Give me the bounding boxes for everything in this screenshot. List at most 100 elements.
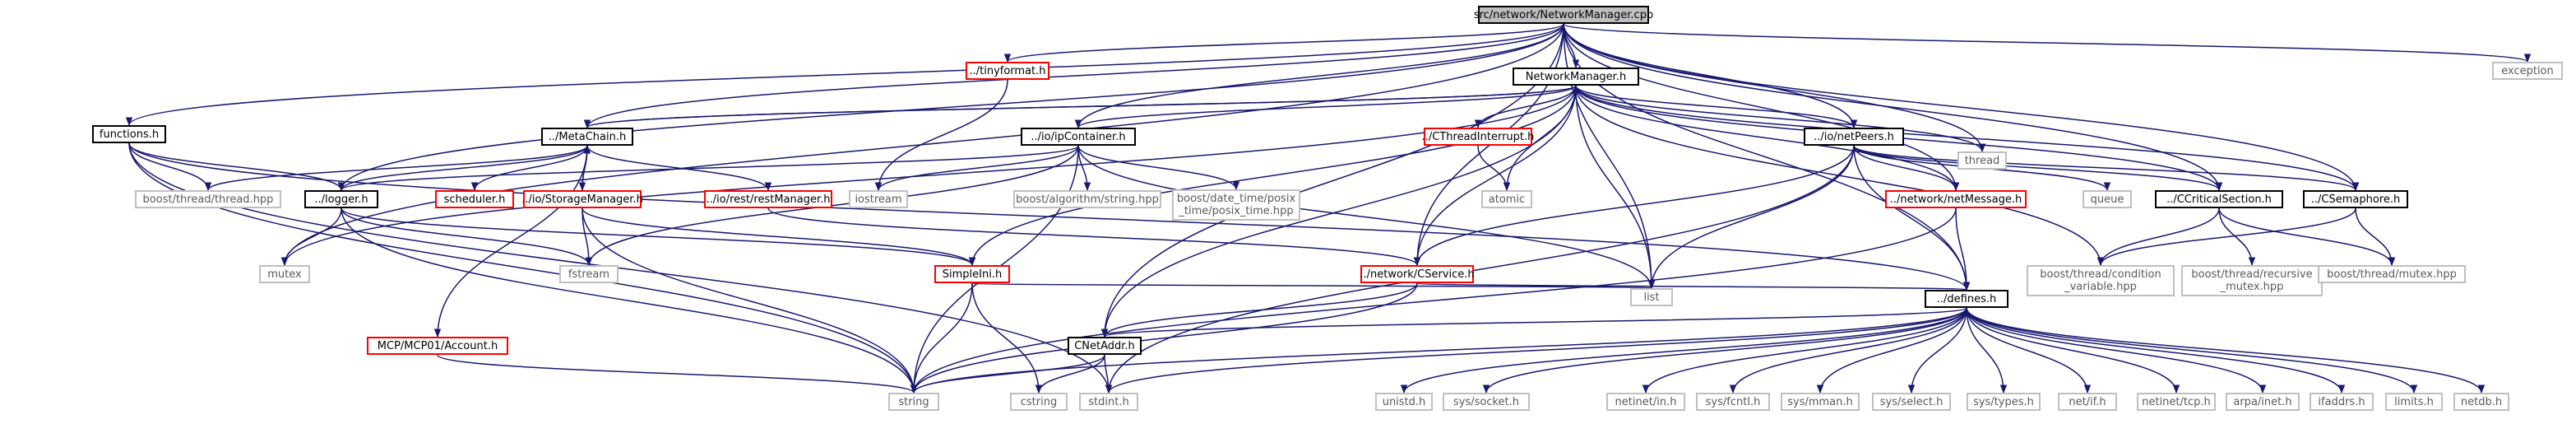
node-cthreadinterrupt[interactable]: ../CThreadInterrupt.h [1422, 128, 1534, 146]
node-root[interactable]: src/network/NetworkManager.cpp [1474, 6, 1653, 24]
edge-netmgr-to-semaphore [1575, 85, 2360, 192]
node-cnetaddr[interactable]: CNetAddr.h [1068, 337, 1142, 355]
node-netinettcp: netinet/tcp.h [2137, 393, 2216, 411]
edge-criticalsection-to-recmutex [2218, 207, 2256, 267]
edge-functions-to-logger [128, 142, 345, 192]
node-ifaddrs: ifaddrs.h [2310, 393, 2374, 411]
node-mutex: mutex [259, 265, 310, 283]
edge-netpeers-to-list [1647, 145, 1855, 290]
edge-netmessage-to-string [910, 207, 1957, 394]
edge-netmgr-to-cnetaddr [1100, 85, 1577, 338]
node-sysfcntl: sys/fcntl.h [1696, 393, 1770, 411]
edge-netmgr-to-cthreadinterrupt [1474, 85, 1577, 129]
edge-root-to-tinyformat [1004, 23, 1564, 63]
node-boostalgo: boost/algorithm/string.hpp [1013, 190, 1161, 208]
edge-simpleini-to-list [971, 279, 1653, 290]
node-netinetin: netinet/in.h [1606, 393, 1685, 411]
edge-root-to-exception [1563, 23, 2531, 63]
edge-root-to-ipcontainer [1074, 23, 1564, 129]
edge-metachain-to-boostthread [204, 145, 588, 192]
node-arpainet: arpa/inet.h [2226, 393, 2300, 411]
edge-netpeers-to-semaphore [1853, 145, 2359, 192]
edge-defines-to-netinetin [1642, 307, 1967, 394]
edge-criticalsection-to-boostmutex [2218, 207, 2396, 267]
node-queue: queue [2083, 190, 2132, 208]
edge-ipcontainer-to-posixtime [1077, 145, 1240, 191]
node-sysmman: sys/mman.h [1781, 393, 1860, 411]
edge-criticalsection-to-condvar [2096, 207, 2220, 267]
edge-logger-to-string [341, 207, 918, 394]
edge-netpeers-to-criticalsection [1853, 145, 2223, 192]
edge-defines-to-stdint [1105, 307, 1967, 394]
edge-root-to-criticalsection [1563, 23, 2223, 192]
node-account[interactable]: MCP/MCP01/Account.h [367, 337, 508, 355]
edge-simpleini-to-cstring [971, 282, 1043, 394]
node-netmessage[interactable]: ../network/netMessage.h [1885, 190, 2027, 208]
edge-netmgr-to-cservice [1413, 85, 1577, 267]
edge-storagemanager-to-simpleini [581, 207, 976, 267]
edge-semaphore-to-condvar [2096, 207, 2356, 267]
edge-defines-to-ifaddrs [1966, 307, 2346, 394]
node-cstring: cstring [1010, 393, 1068, 411]
node-semaphore[interactable]: ../CSemaphore.h [2303, 190, 2408, 208]
node-limits: limits.h [2385, 393, 2443, 411]
node-iostream: iostream [849, 190, 908, 208]
edge-cnetaddr-to-string [910, 354, 1105, 394]
node-netmgr[interactable]: NetworkManager.h [1513, 68, 1639, 86]
edge-netmgr-to-netpeers [1575, 85, 1858, 129]
edge-defines-to-limits [1966, 307, 2418, 394]
edge-netmgr-to-list [1575, 85, 1656, 290]
node-restmanager[interactable]: ../io/rest/restManager.h [704, 190, 832, 208]
edge-cservice-to-defines [1416, 281, 1969, 291]
edge-metachain-to-restmanager [586, 145, 772, 192]
edge-ipcontainer-to-iostream [874, 145, 1079, 192]
edge-root-to-mutex [280, 23, 1564, 267]
node-simpleini[interactable]: SimpleIni.h [934, 265, 1010, 283]
node-defines[interactable]: ../defines.h [1925, 290, 2008, 308]
node-atomic: atomic [1481, 190, 1532, 208]
edge-root-to-semaphore [1563, 23, 2360, 192]
edge-defines-to-netinettcp [1966, 307, 2180, 394]
edge-cnetaddr-to-stdint [1104, 354, 1113, 394]
edge-netpeers-to-stdint [1105, 145, 1855, 394]
node-netdb: netdb.h [2453, 393, 2509, 411]
edge-ipcontainer-to-fstream [585, 145, 1079, 267]
node-functions[interactable]: functions.h [92, 125, 166, 143]
edge-cservice-to-cnetaddr [1100, 282, 1418, 338]
node-netpeers[interactable]: ../io/netPeers.h [1804, 128, 1904, 146]
node-cservice[interactable]: ../network/CService.h [1360, 265, 1475, 283]
node-netif: net/if.h [2058, 393, 2117, 411]
node-ipcontainer[interactable]: ../io/ipContainer.h [1021, 128, 1136, 146]
node-criticalsection[interactable]: ../CCriticalSection.h [2155, 190, 2283, 208]
node-scheduler[interactable]: scheduler.h [435, 190, 514, 208]
node-boostmutex: boost/thread/mutex.hpp [2318, 265, 2466, 283]
node-boostthread: boost/thread/thread.hpp [135, 190, 281, 208]
node-storagemanager[interactable]: ../io/StorageManager.h [521, 190, 643, 208]
node-list: list [1630, 288, 1673, 306]
edge-functions-to-string [128, 142, 918, 394]
node-syssocket: sys/socket.h [1443, 393, 1530, 411]
edge-semaphore-to-boostmutex [2355, 207, 2396, 267]
edge-metachain-to-scheduler [470, 145, 588, 192]
edge-logger-to-fstream [341, 207, 593, 267]
edge-metachain-to-account [433, 145, 588, 338]
node-metachain[interactable]: ../MetaChain.h [541, 128, 633, 146]
edge-logger-to-mutex [280, 207, 342, 267]
edge-metachain-to-netmgr [586, 84, 1579, 128]
edge-defines-to-unistd [1400, 307, 1967, 394]
edge-netmgr-to-mutex [280, 85, 1577, 267]
edge-ipcontainer-to-logger [338, 145, 1079, 192]
node-thread: thread [1957, 151, 2007, 170]
node-string: string [888, 393, 939, 411]
node-tinyformat[interactable]: ../tinyformat.h [966, 62, 1049, 80]
edge-netpeers-to-defines [1853, 145, 1971, 291]
edge-defines-to-syssocket [1482, 307, 1967, 394]
node-posixtime: boost/date_time/posix _time/posix_time.h… [1172, 189, 1300, 221]
node-fstream: fstream [559, 265, 619, 283]
edge-root-to-logger [337, 23, 1564, 192]
node-logger[interactable]: ../logger.h [304, 190, 378, 208]
edge-defines-to-netif [1966, 307, 2092, 394]
edge-netpeers-to-netmessage [1853, 145, 1960, 192]
edge-metachain-to-logger [337, 145, 588, 192]
